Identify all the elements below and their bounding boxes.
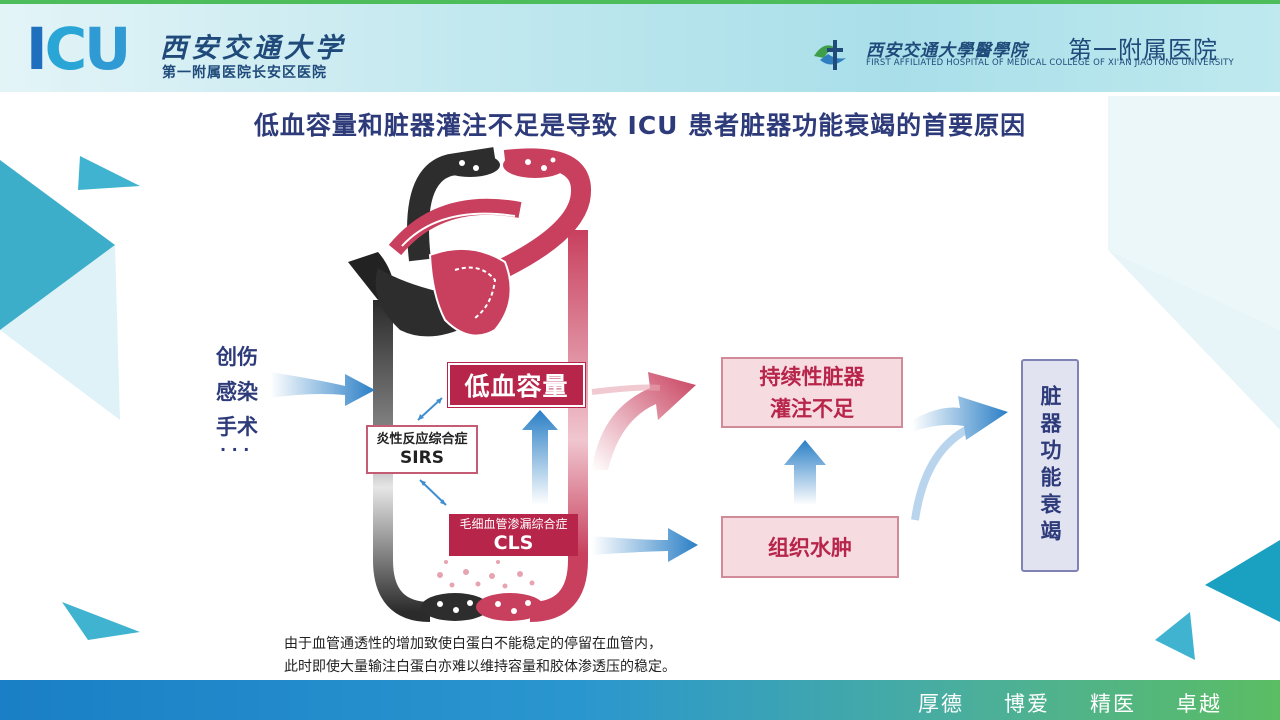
cls-box: 毛细血管渗漏综合症 CLS	[449, 514, 578, 556]
organ-failure-label: 脏器功能衰竭	[1038, 384, 1062, 547]
arrow-causes-to-loop	[270, 372, 375, 406]
arrow-cls-to-hypovolemia	[522, 410, 558, 505]
header-bar	[0, 0, 1280, 92]
cls-label-en: CLS	[493, 532, 534, 554]
cause-trauma: 创伤	[216, 345, 258, 369]
motto-item: 厚德	[918, 692, 964, 716]
note-line-2: 此时即使大量输注白蛋白亦难以维持容量和胶体渗透压的稳定。	[284, 659, 676, 675]
organ-failure-box: 脏器功能衰竭	[1021, 359, 1079, 572]
perfusion-label-line2: 灌注不足	[770, 396, 854, 421]
motto-item: 博爱	[1004, 692, 1050, 716]
cause-ellipsis: · · ·	[220, 440, 250, 459]
arrow-edema-to-perfusion	[784, 440, 826, 505]
hypovolemia-label: 低血容量	[464, 372, 569, 401]
circulation-illustration	[348, 147, 592, 622]
background-decoration	[0, 96, 1280, 660]
flow-arrows	[270, 372, 1008, 562]
hypovolemia-box: 低血容量	[448, 363, 585, 407]
sirs-label-zh: 炎性反应综合症	[376, 432, 468, 447]
perfusion-label-line1: 持续性脏器	[759, 364, 865, 389]
logo-letter: U	[84, 15, 131, 83]
sirs-box: 炎性反应综合症 SIRS	[366, 425, 478, 474]
medical-college-script: 西安交通大學醫學院	[866, 41, 1028, 61]
motto-item: 卓越	[1176, 692, 1222, 716]
cls-label-zh: 毛细血管渗漏综合症	[459, 517, 568, 531]
edema-label: 组织水肿	[768, 536, 852, 560]
footer-bar	[0, 680, 1280, 720]
logo-letter: I	[26, 15, 48, 83]
hospital-name: 第一附属医院	[1068, 36, 1218, 64]
arrow-perfusion-to-organ-failure	[912, 396, 1008, 440]
hospital-name-english: FIRST AFFILIATED HOSPITAL OF MEDICAL COL…	[866, 58, 1234, 68]
hospital-subtitle: 第一附属医院长安区医院	[162, 65, 327, 81]
logo-letter: C	[44, 15, 88, 83]
cause-surgery: 手术	[216, 415, 258, 439]
note-line-1: 由于血管通透性的增加致使白蛋白不能稳定的停留在血管内，	[284, 636, 662, 652]
hospital-emblem-icon	[814, 40, 846, 70]
cause-infection: 感染	[216, 380, 258, 404]
perfusion-box: 持续性脏器 灌注不足	[721, 357, 903, 428]
motto-item: 精医	[1090, 692, 1136, 716]
edema-box: 组织水肿	[721, 516, 899, 578]
icu-logo: ICU	[26, 20, 131, 78]
page-title: 低血容量和脏器灌注不足是导致 ICU 患者脏器功能衰竭的首要原因	[253, 111, 1027, 140]
sirs-label-en: SIRS	[400, 448, 444, 468]
arrow-hypovolemia-to-perfusion	[592, 372, 696, 470]
university-script: 西安交通大学	[160, 33, 346, 64]
arrow-cls-to-edema	[592, 528, 698, 562]
